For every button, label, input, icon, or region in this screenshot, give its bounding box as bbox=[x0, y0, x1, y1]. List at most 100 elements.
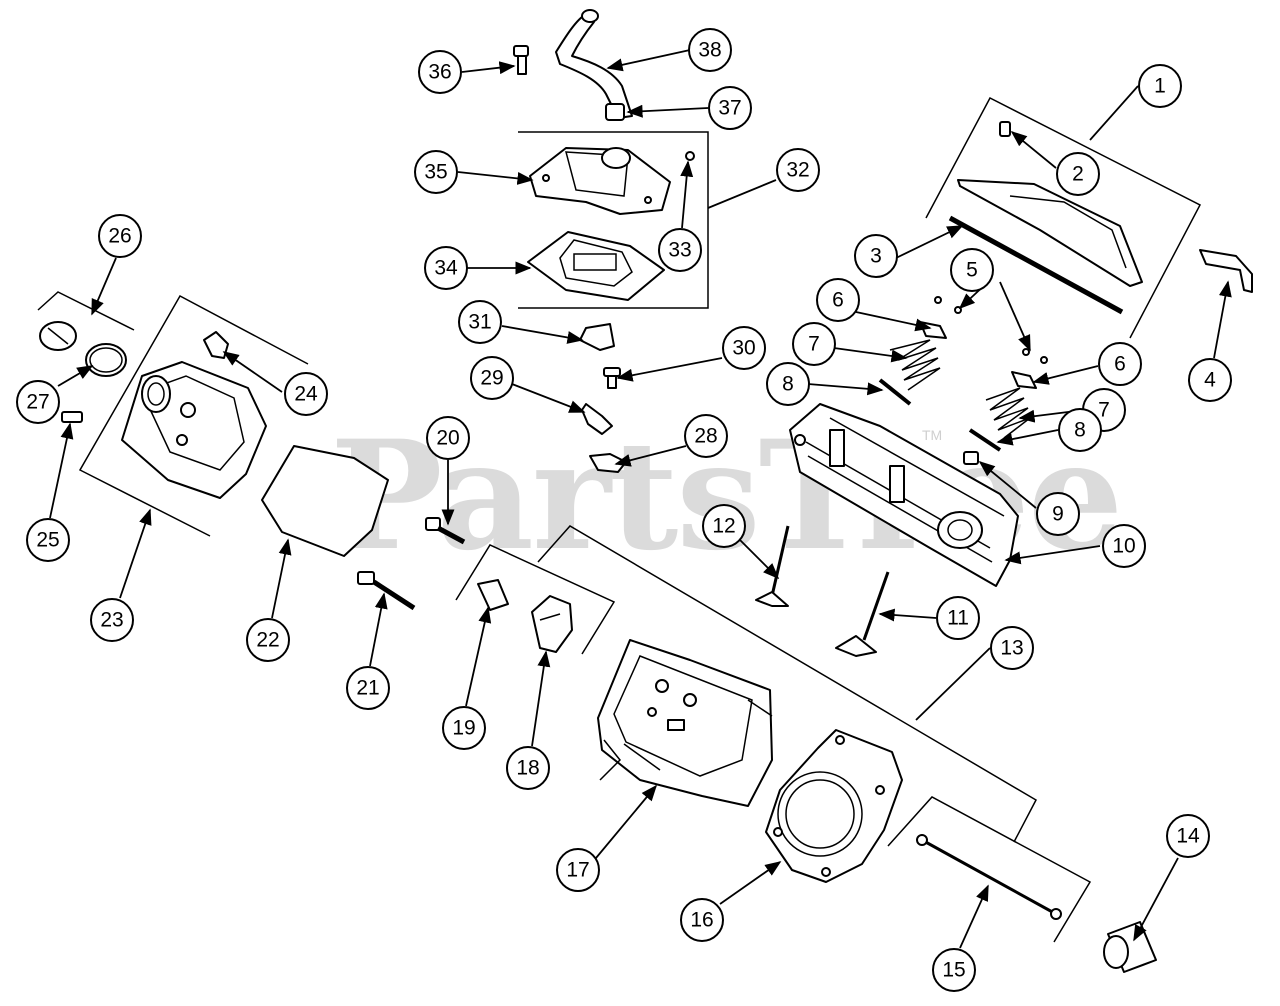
leader-10 bbox=[1004, 545, 1101, 565]
callout-31-label: 31 bbox=[468, 311, 491, 334]
valve-cover bbox=[529, 147, 671, 215]
leader-1 bbox=[1089, 85, 1139, 141]
callout-4[interactable]: 4 bbox=[1188, 358, 1232, 402]
callout-33[interactable]: 33 bbox=[658, 228, 702, 272]
callout-34[interactable]: 34 bbox=[424, 246, 468, 290]
callout-30-label: 30 bbox=[732, 337, 755, 360]
callout-8b[interactable]: 8 bbox=[1058, 408, 1102, 452]
group-bracket-32 bbox=[518, 131, 709, 309]
callout-26[interactable]: 26 bbox=[98, 214, 142, 258]
callout-31[interactable]: 31 bbox=[458, 300, 502, 344]
callout-25[interactable]: 25 bbox=[26, 518, 70, 562]
callout-7a[interactable]: 7 bbox=[792, 322, 836, 366]
head-gasket bbox=[765, 729, 903, 883]
callout-15-label: 15 bbox=[942, 959, 965, 982]
leader-35 bbox=[457, 171, 534, 185]
callout-23[interactable]: 23 bbox=[90, 598, 134, 642]
leader-19 bbox=[465, 606, 492, 707]
callout-14[interactable]: 14 bbox=[1166, 814, 1210, 858]
callout-5-label: 5 bbox=[966, 259, 978, 282]
gasket-strip-part-3 bbox=[948, 215, 1124, 315]
callout-3-label: 3 bbox=[870, 245, 882, 268]
callout-14-label: 14 bbox=[1176, 825, 1200, 848]
callout-9[interactable]: 9 bbox=[1036, 492, 1080, 536]
leader-15 bbox=[959, 884, 989, 949]
leader-12 bbox=[739, 539, 780, 580]
callout-6a-label: 6 bbox=[832, 289, 844, 312]
screw-part-30 bbox=[603, 367, 621, 389]
callout-1-label: 1 bbox=[1154, 75, 1166, 98]
callout-20[interactable]: 20 bbox=[426, 416, 470, 460]
callout-11-label: 11 bbox=[947, 607, 969, 630]
callout-12[interactable]: 12 bbox=[702, 504, 746, 548]
leader-17 bbox=[595, 784, 658, 859]
callout-17-label: 17 bbox=[566, 859, 589, 882]
callout-7b-label: 7 bbox=[1098, 399, 1110, 422]
callout-28[interactable]: 28 bbox=[684, 414, 728, 458]
callout-8a[interactable]: 8 bbox=[766, 362, 810, 406]
callout-32[interactable]: 32 bbox=[776, 148, 820, 192]
callout-30[interactable]: 30 bbox=[722, 326, 766, 370]
bolt-part-21 bbox=[357, 571, 416, 611]
leader-13 bbox=[915, 647, 991, 721]
callout-15[interactable]: 15 bbox=[932, 948, 976, 992]
callout-16-label: 16 bbox=[690, 909, 713, 932]
intake-gasket bbox=[261, 445, 389, 557]
callout-26-label: 26 bbox=[108, 225, 131, 248]
group-bracket-15 bbox=[887, 796, 1092, 943]
callout-35[interactable]: 35 bbox=[414, 150, 458, 194]
leader-30 bbox=[616, 357, 723, 382]
leader-9 bbox=[978, 460, 1037, 509]
callout-10[interactable]: 10 bbox=[1102, 524, 1146, 568]
callout-13[interactable]: 13 bbox=[990, 626, 1034, 670]
callout-36[interactable]: 36 bbox=[418, 50, 462, 94]
callout-37-label: 37 bbox=[718, 97, 741, 120]
callout-24[interactable]: 24 bbox=[284, 372, 328, 416]
leader-28 bbox=[614, 445, 687, 467]
leader-16 bbox=[719, 861, 782, 905]
callout-9-label: 9 bbox=[1052, 503, 1064, 526]
callout-22[interactable]: 22 bbox=[246, 618, 290, 662]
breather-tube bbox=[555, 9, 633, 119]
cylinder-head-assembly bbox=[789, 403, 1019, 587]
callout-2-label: 2 bbox=[1072, 163, 1084, 186]
bracket-part-31 bbox=[579, 323, 615, 351]
group-bracket-23 bbox=[78, 294, 309, 537]
callout-37[interactable]: 37 bbox=[708, 86, 752, 130]
leader-4 bbox=[1213, 280, 1232, 359]
watermark-tm: TM bbox=[922, 427, 942, 443]
cylinder-head bbox=[597, 639, 773, 807]
callout-1[interactable]: 1 bbox=[1138, 64, 1182, 108]
callout-21-label: 21 bbox=[356, 677, 379, 700]
leader-5b bbox=[999, 281, 1031, 352]
callout-21[interactable]: 21 bbox=[346, 666, 390, 710]
leader-38 bbox=[606, 49, 691, 72]
leader-11 bbox=[878, 608, 937, 622]
callout-36-label: 36 bbox=[428, 61, 451, 84]
callout-7a-label: 7 bbox=[808, 333, 820, 356]
callout-34-label: 34 bbox=[434, 257, 458, 280]
leader-6b bbox=[1032, 365, 1099, 385]
leader-33 bbox=[680, 160, 694, 229]
fitting-part-25 bbox=[61, 411, 83, 423]
callout-3[interactable]: 3 bbox=[854, 234, 898, 278]
callout-19[interactable]: 19 bbox=[442, 706, 486, 750]
callout-16[interactable]: 16 bbox=[680, 898, 724, 942]
pin-part-8b bbox=[968, 428, 1002, 452]
callout-27[interactable]: 27 bbox=[16, 380, 60, 424]
callout-11[interactable]: 11 bbox=[936, 596, 980, 640]
callout-18[interactable]: 18 bbox=[506, 746, 550, 790]
callout-38[interactable]: 38 bbox=[688, 28, 732, 72]
callout-17[interactable]: 17 bbox=[556, 848, 600, 892]
callout-19-label: 19 bbox=[452, 717, 475, 740]
callout-6a[interactable]: 6 bbox=[816, 278, 860, 322]
retainer-part-6b bbox=[1011, 371, 1037, 389]
callout-5[interactable]: 5 bbox=[950, 248, 994, 292]
leader-32 bbox=[707, 179, 777, 209]
callout-29[interactable]: 29 bbox=[470, 356, 514, 400]
callout-10-label: 10 bbox=[1112, 535, 1135, 558]
callout-6b[interactable]: 6 bbox=[1098, 342, 1142, 386]
keepers-part-5 bbox=[934, 296, 1048, 364]
callout-2[interactable]: 2 bbox=[1056, 152, 1100, 196]
